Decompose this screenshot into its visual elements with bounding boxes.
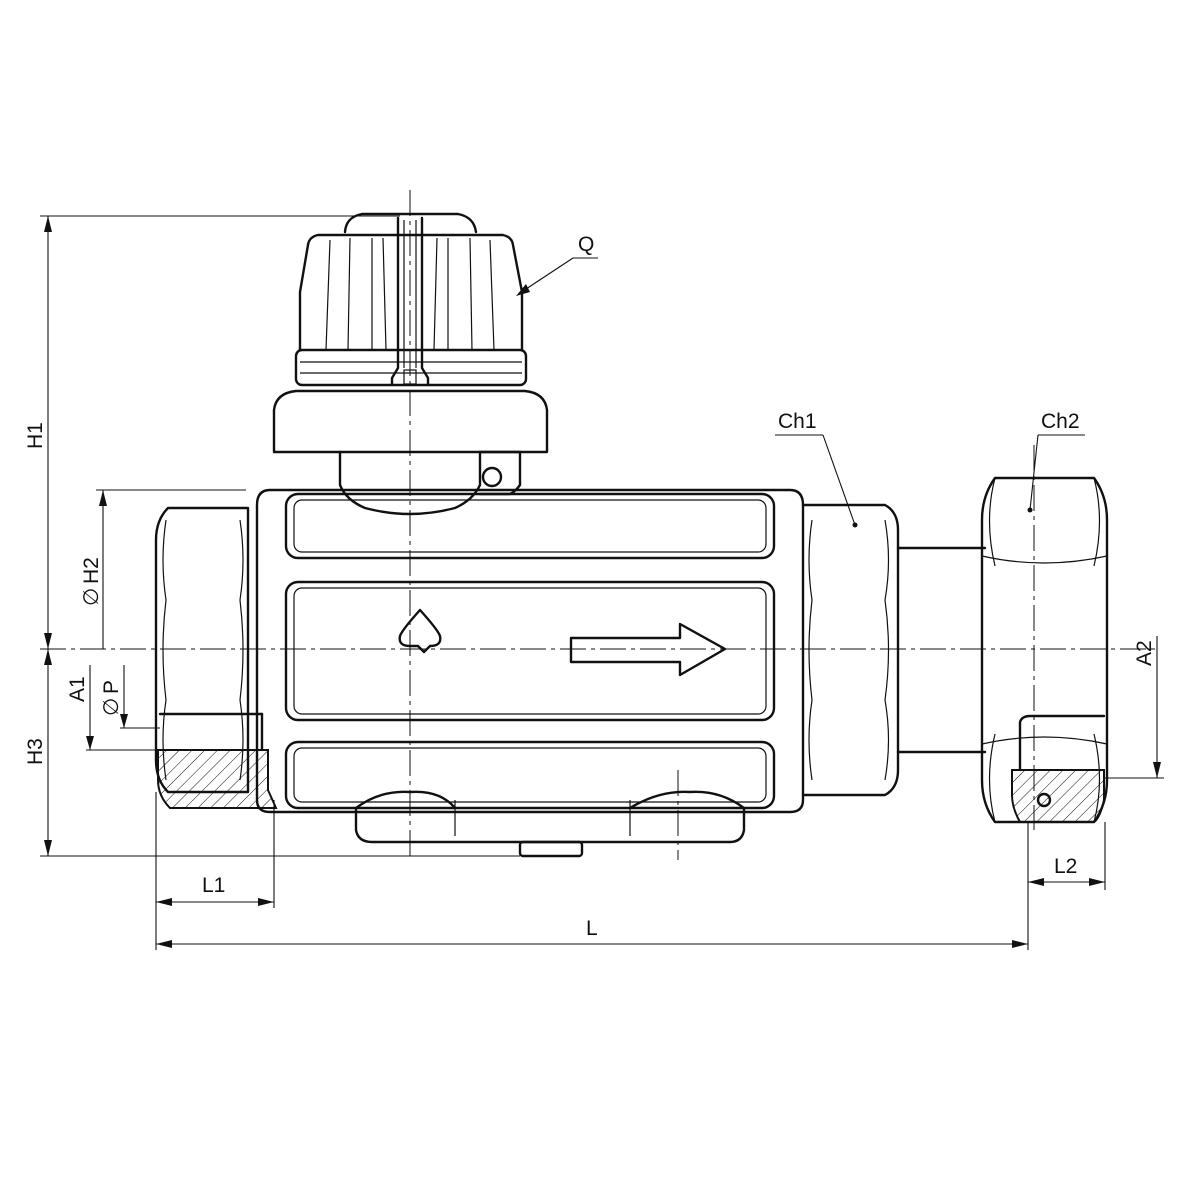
label-l1: L1 xyxy=(202,874,225,897)
label-ch1: Ch1 xyxy=(778,410,817,433)
label-q: Q xyxy=(578,233,594,256)
dimension-l: L xyxy=(156,822,1029,950)
label-h3: H3 xyxy=(24,738,47,765)
label-dia-p-symbol: ∅ xyxy=(100,698,123,716)
label-a2: A2 xyxy=(1133,640,1156,666)
label-dia-h2-symbol: ∅ xyxy=(80,588,103,606)
dimension-l2: L2 xyxy=(1028,822,1106,890)
dimension-l1: L1 xyxy=(155,792,275,950)
label-ch2: Ch2 xyxy=(1041,410,1080,433)
valve-body xyxy=(154,488,805,858)
leader-q: Q xyxy=(516,233,598,296)
drop-icon xyxy=(398,608,442,654)
dimension-a2: A2 xyxy=(1104,636,1164,779)
center-lines xyxy=(40,190,1160,860)
label-p: P xyxy=(100,680,123,694)
dimension-a1-p: A1 ∅ P xyxy=(66,665,160,751)
label-a1: A1 xyxy=(66,676,89,702)
label-h2: H2 xyxy=(80,557,103,584)
handwheel xyxy=(294,212,528,387)
dimension-h2: ∅ H2 xyxy=(80,489,246,649)
label-l: L xyxy=(586,917,598,940)
dimension-h3: H3 xyxy=(24,649,520,857)
leader-ch2: Ch2 xyxy=(1027,410,1085,513)
union-connection xyxy=(801,476,1109,824)
flow-arrow-icon xyxy=(569,622,727,677)
label-h1: H1 xyxy=(24,422,47,449)
dimension-h1: H1 xyxy=(24,215,400,649)
label-l2: L2 xyxy=(1054,855,1077,878)
leader-ch1: Ch1 xyxy=(775,410,858,528)
